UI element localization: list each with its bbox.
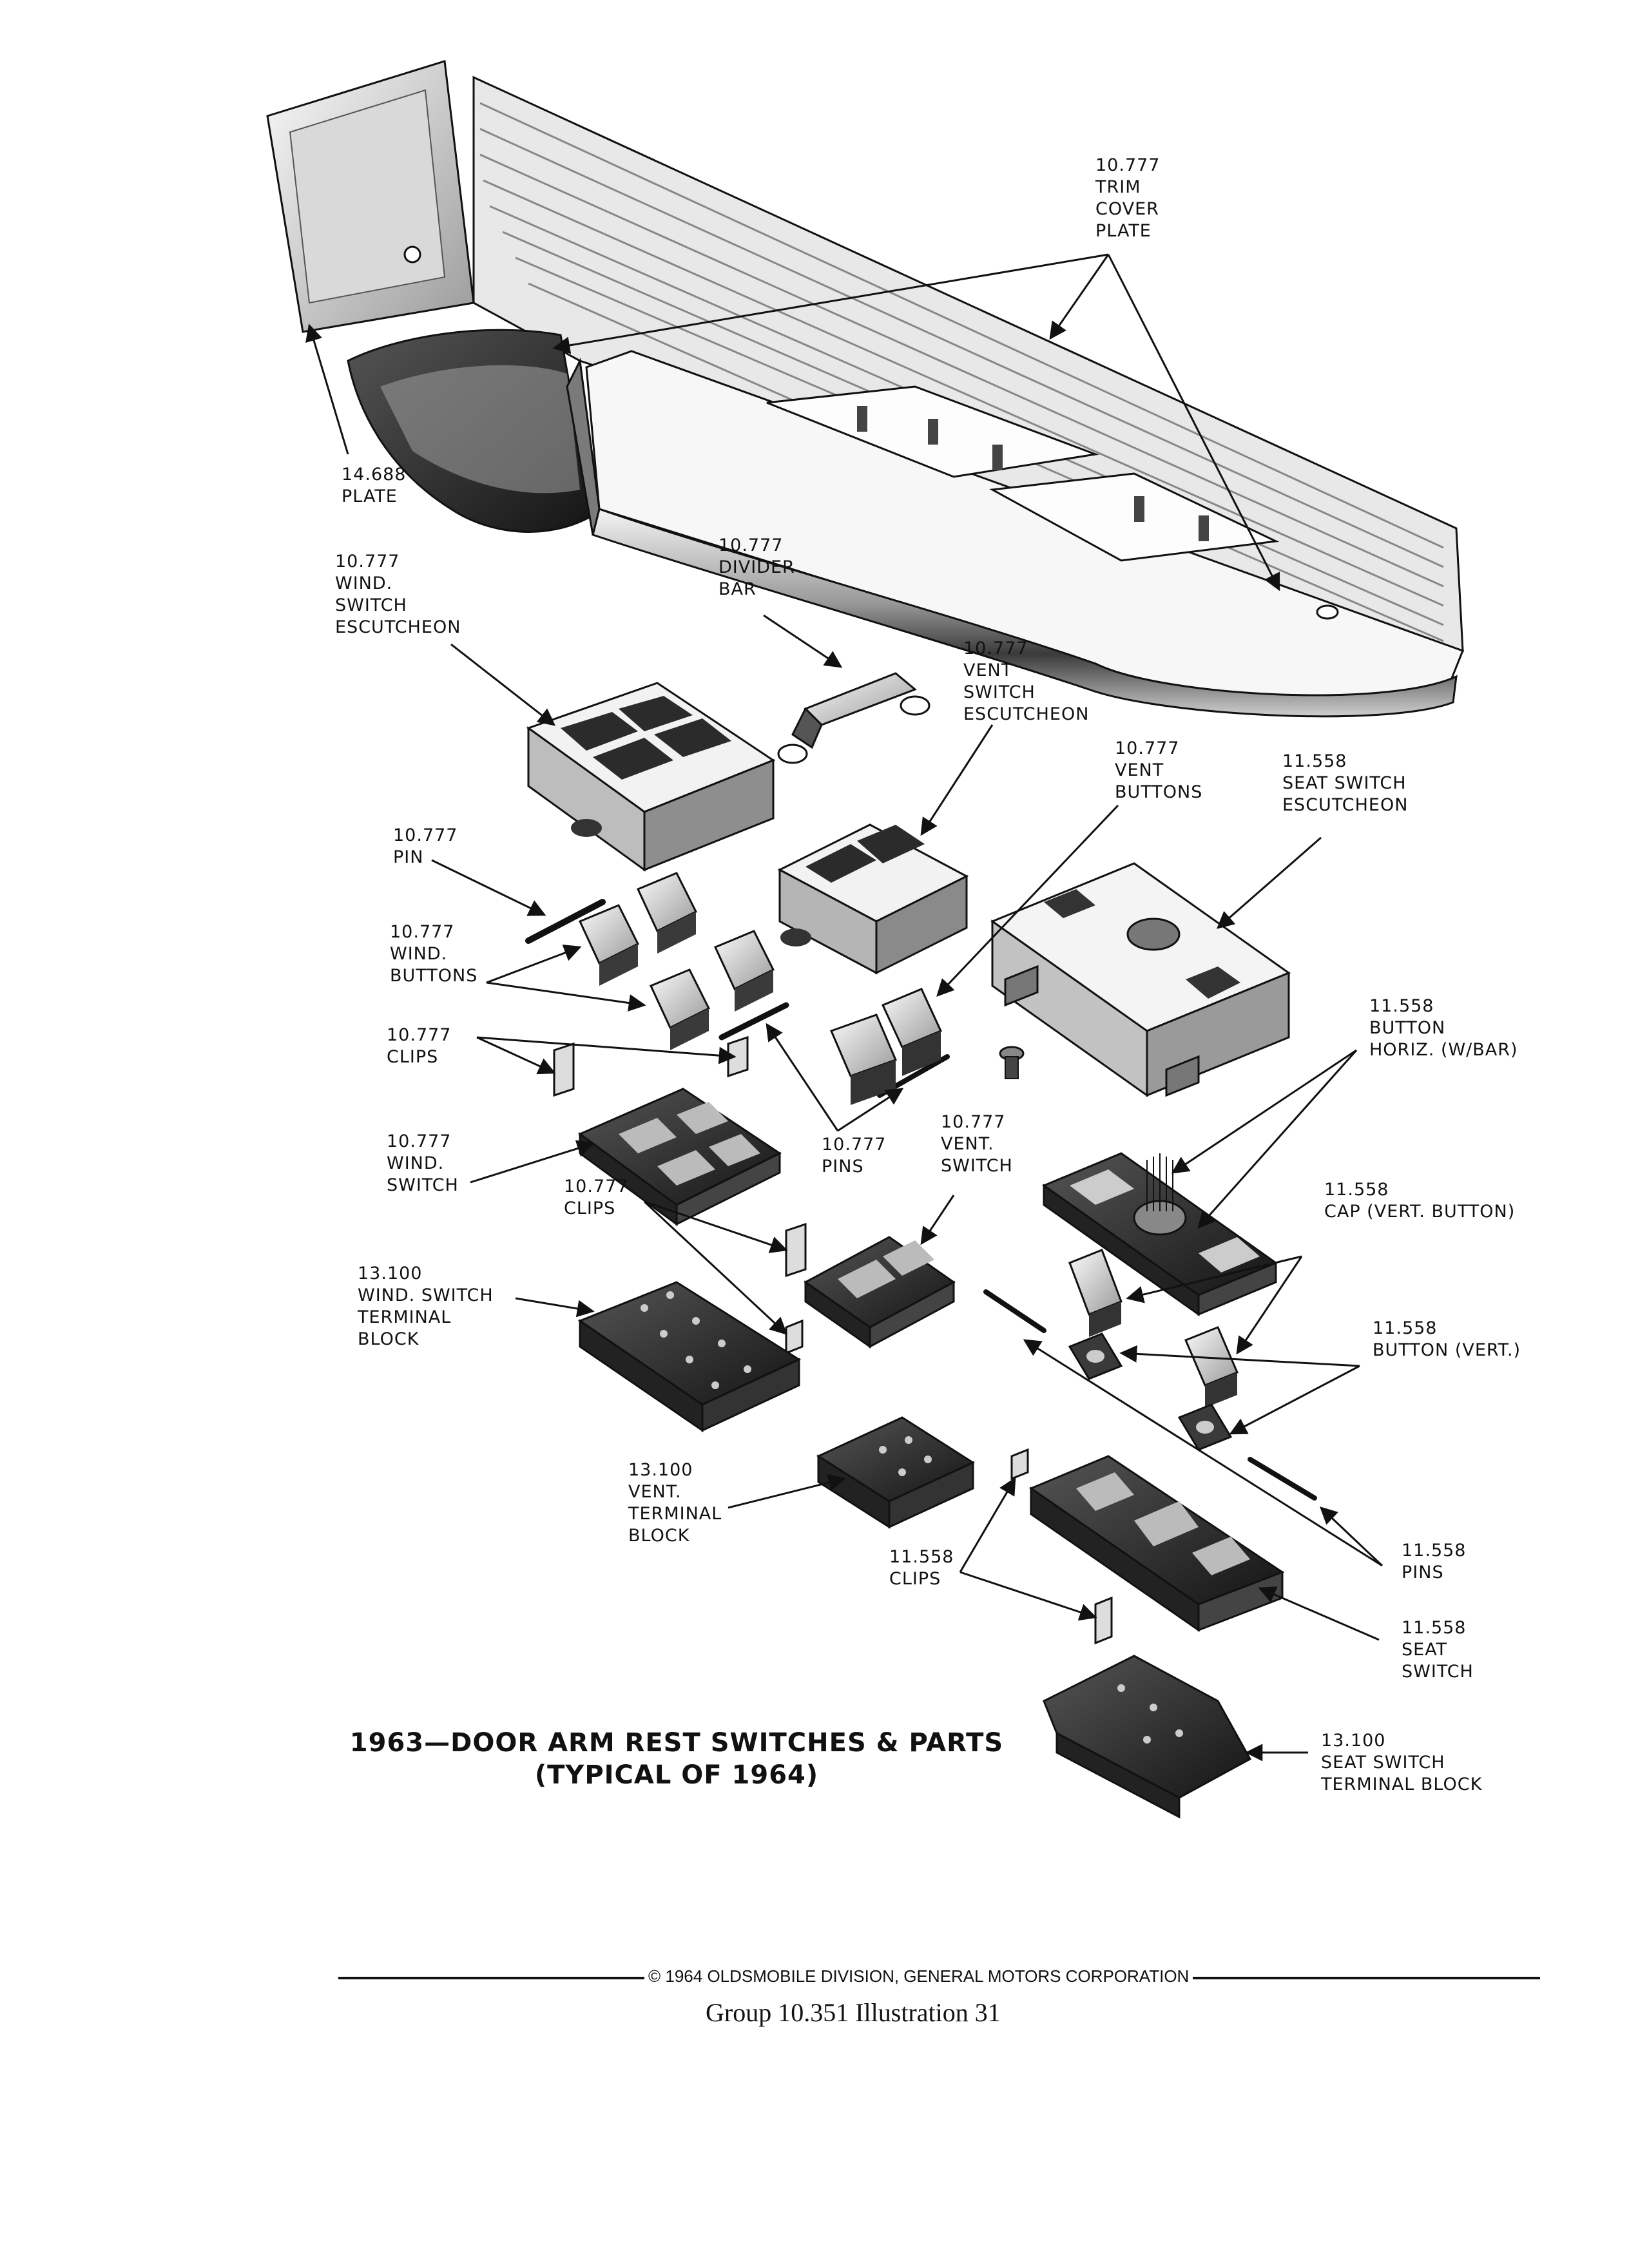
wind-switch-part — [578, 1088, 782, 1226]
vent-switch-part — [804, 1236, 956, 1349]
wind-switch-terminal-block-part — [577, 1281, 802, 1432]
figure-title: 1963—DOOR ARM REST SWITCHES & PARTS (TYP… — [349, 1728, 1004, 1790]
seat-switch-part — [1028, 1455, 1285, 1632]
vent-buttons-part — [829, 988, 943, 1105]
screw-part — [999, 1046, 1025, 1079]
seat-switch-escutcheon-part — [990, 862, 1291, 1097]
wind-buttons-part — [578, 872, 775, 1050]
arm-rest-assembly — [266, 60, 1464, 718]
button-vert-part — [1068, 1332, 1233, 1451]
vent-terminal-block-part — [816, 1416, 976, 1529]
clip-part — [553, 1035, 749, 1097]
pin-part — [718, 1002, 789, 1041]
vent-switch-escutcheon-part — [777, 823, 969, 975]
button-horiz-part — [1041, 1152, 1278, 1316]
pin-part — [1248, 1457, 1317, 1501]
group-illustration-number: Group 10.351 Illustration 31 — [706, 1998, 1001, 2027]
leader-lines — [305, 253, 1383, 1762]
pin-part — [983, 1289, 1046, 1333]
wind-switch-escutcheon-part — [526, 682, 776, 872]
clip-part — [785, 1222, 807, 1355]
divider-bar-part — [777, 672, 930, 764]
cap-vert-button-part — [1068, 1249, 1239, 1408]
seat-switch-terminal-block-part — [1043, 1655, 1252, 1819]
clip-part — [1010, 1448, 1113, 1645]
copyright-notice: © 1964 OLDSMOBILE DIVISION, GENERAL MOTO… — [644, 1966, 1193, 1986]
pin-part — [525, 899, 606, 944]
